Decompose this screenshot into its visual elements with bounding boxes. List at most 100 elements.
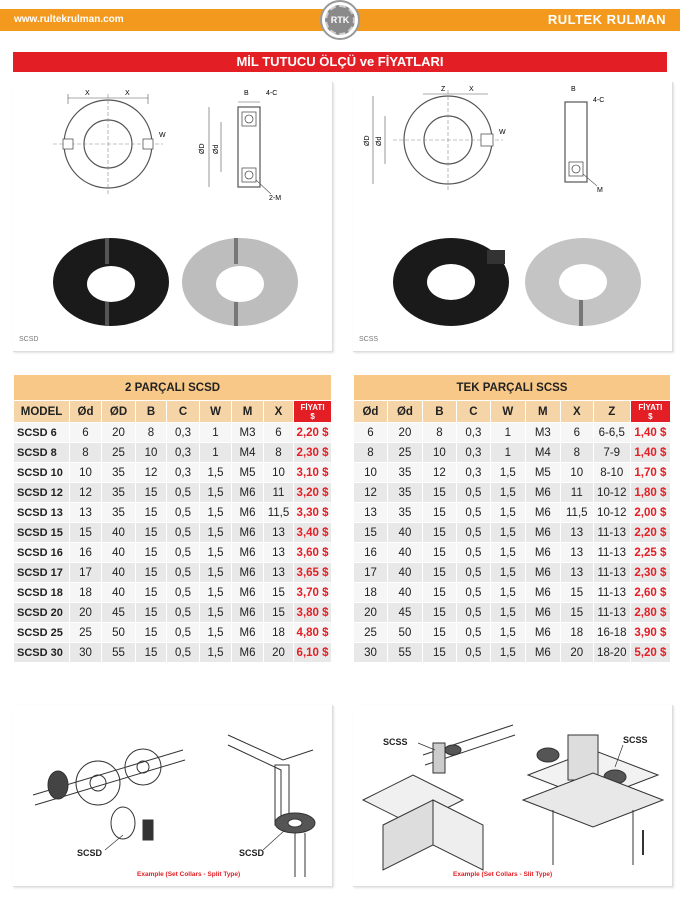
scsd-technical-drawing: X X W B 4-C ØD Ød 2-M	[53, 90, 298, 326]
table-cell: 0,5	[455, 602, 491, 623]
price-header-line: FİYATI	[638, 402, 663, 412]
model-cell: SCSD 20	[13, 602, 70, 623]
table-cell: M6	[524, 642, 561, 663]
table-cell: 25	[101, 442, 136, 463]
table-cell: 13	[263, 562, 294, 583]
table-cell: M6	[231, 522, 264, 543]
scss-diagram-panel: Z X W ØD Ød B 4-C M SCSS	[353, 82, 673, 352]
table-cell: 15	[135, 482, 167, 503]
table-cell: 10	[69, 462, 102, 483]
table-cell: 0,5	[455, 582, 491, 603]
table-cell: 45	[386, 602, 423, 623]
table-cell: 10-12	[592, 482, 631, 503]
table-cell: 12	[135, 462, 167, 483]
scss-example-panel: SCSS SCSS Example (Set Collars - Slit Ty…	[353, 705, 673, 887]
table-cell: 10	[263, 462, 294, 483]
model-cell: SCSD 6	[13, 422, 70, 443]
table-cell: 45	[101, 602, 136, 623]
table-cell: 1,5	[489, 622, 526, 643]
table-cell: 11-13	[592, 562, 631, 583]
price-cell: 3,10 $	[292, 462, 333, 483]
table-cell: 11,5	[263, 502, 294, 523]
table-cell: 0,5	[455, 482, 491, 503]
table-cell: M6	[524, 562, 561, 583]
table-cell: 35	[386, 482, 423, 503]
table-cell: 13	[559, 562, 594, 583]
table-cell: 10	[135, 442, 167, 463]
table-cell: 15	[421, 522, 457, 543]
table-cell: 1,5	[489, 582, 526, 603]
price-cell: 4,80 $	[292, 622, 333, 643]
column-header: W	[489, 400, 526, 423]
table-cell: M6	[231, 582, 264, 603]
table-cell: 0,5	[166, 502, 200, 523]
table-cell: 0,5	[166, 562, 200, 583]
table-cell: 35	[386, 502, 423, 523]
website-url[interactable]: www.rultekrulman.com	[14, 14, 124, 25]
table-cell: 0,5	[166, 622, 200, 643]
table-cell: 17	[353, 562, 388, 583]
model-cell: SCSD 15	[13, 522, 70, 543]
model-cell: SCSD 12	[13, 482, 70, 503]
dim-c-label: 4-C	[593, 97, 604, 104]
table-cell: 15	[69, 522, 102, 543]
scsd-example-label-2: SCSD	[239, 848, 265, 858]
dim-z-label: Z	[441, 86, 446, 93]
silver-slit-collar-photo	[525, 238, 641, 326]
table-cell: 1,5	[199, 522, 232, 543]
table-cell: 1,5	[489, 542, 526, 563]
table-cell: 13	[263, 522, 294, 543]
scsd-example-caption: Example (Set Collars - Split Type)	[137, 871, 241, 878]
table-cell: M4	[524, 442, 561, 463]
price-cell: 2,80 $	[629, 602, 672, 623]
table-cell: 18-20	[592, 642, 631, 663]
price-cell: 1,80 $	[629, 482, 672, 503]
table-cell: 40	[101, 522, 136, 543]
rtk-logo: RTK	[320, 0, 360, 40]
table-cell: 7-9	[592, 442, 631, 463]
column-header: MODEL	[13, 400, 70, 423]
table-cell: 0,5	[166, 642, 200, 663]
dim-od-inner-label: Ød	[376, 137, 383, 146]
table-cell: 1	[489, 422, 526, 443]
table-cell: 12	[69, 482, 102, 503]
table-cell: 40	[101, 562, 136, 583]
table-cell: 55	[101, 642, 136, 663]
price-cell: 3,20 $	[292, 482, 333, 503]
table-cell: 12	[353, 482, 388, 503]
price-column-header: FİYATI$	[292, 400, 333, 423]
price-cell: 2,20 $	[629, 522, 672, 543]
table-cell: 35	[101, 482, 136, 503]
table-cell: 13	[559, 522, 594, 543]
column-header: Ød	[353, 400, 388, 423]
table-cell: 15	[135, 562, 167, 583]
table-cell: 40	[101, 542, 136, 563]
column-header: M	[231, 400, 264, 423]
vertical-guide-drawing	[521, 734, 665, 865]
scss-example-caption: Example (Set Collars - Slit Type)	[453, 871, 553, 878]
table-cell: 15	[135, 602, 167, 623]
dim-x1-label: X	[85, 90, 90, 97]
price-cell: 3,60 $	[292, 542, 333, 563]
table-cell: 11-13	[592, 582, 631, 603]
scss-example-illustration	[361, 724, 665, 871]
table-cell: M6	[231, 482, 264, 503]
table-cell: 15	[421, 562, 457, 583]
table-cell: 0,5	[455, 642, 491, 663]
column-header: B	[135, 400, 167, 423]
table-cell: 1,5	[199, 582, 232, 603]
table-cell: 0,3	[166, 462, 200, 483]
table-cell: 1	[489, 442, 526, 463]
column-header: C	[166, 400, 200, 423]
scsd-example-panel: SCSD SCSD Example (Set Collars - Split T…	[13, 705, 333, 887]
column-header: M	[524, 400, 561, 423]
table-cell: 6	[69, 422, 102, 443]
model-cell: SCSD 8	[13, 442, 70, 463]
